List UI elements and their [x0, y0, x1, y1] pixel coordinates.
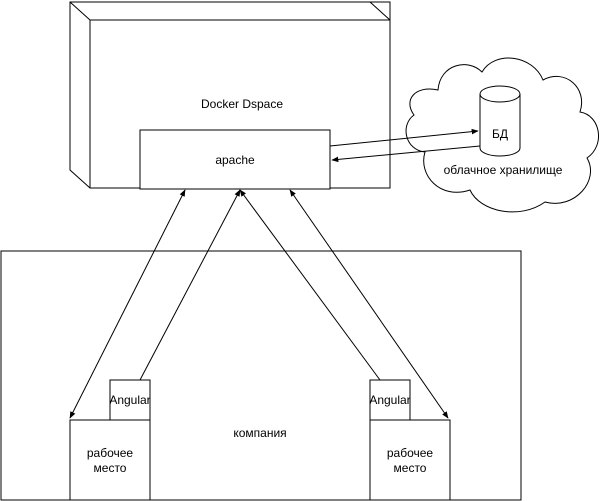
workstation-left [69, 419, 151, 501]
arrow-right-workstation-apache [289, 189, 449, 419]
arrow-left-workstation-apache [69, 189, 186, 419]
angular-left-label: Angular [109, 393, 150, 407]
workstation-right [369, 419, 451, 501]
database-cylinder: БД [479, 85, 521, 157]
db-label: БД [492, 127, 508, 141]
apache-label: apache [215, 153, 255, 167]
arrow-db-to-apache [331, 145, 481, 163]
docker-label: Docker Dspace [201, 97, 283, 111]
workstation-right-line2: место [394, 461, 427, 475]
angular-right-label: Angular [369, 393, 410, 407]
workstation-left-line2: место [94, 461, 127, 475]
arrow-apache-to-db [329, 128, 479, 147]
company-label: компания [233, 426, 286, 440]
workstation-left-line1: рабочее [87, 446, 134, 460]
apache-box [139, 129, 331, 190]
workstation-right-line1: рабочее [387, 446, 434, 460]
cloud-label: облачное хранилище [444, 163, 563, 177]
arrow-left-angular-to-apache [139, 189, 241, 381]
